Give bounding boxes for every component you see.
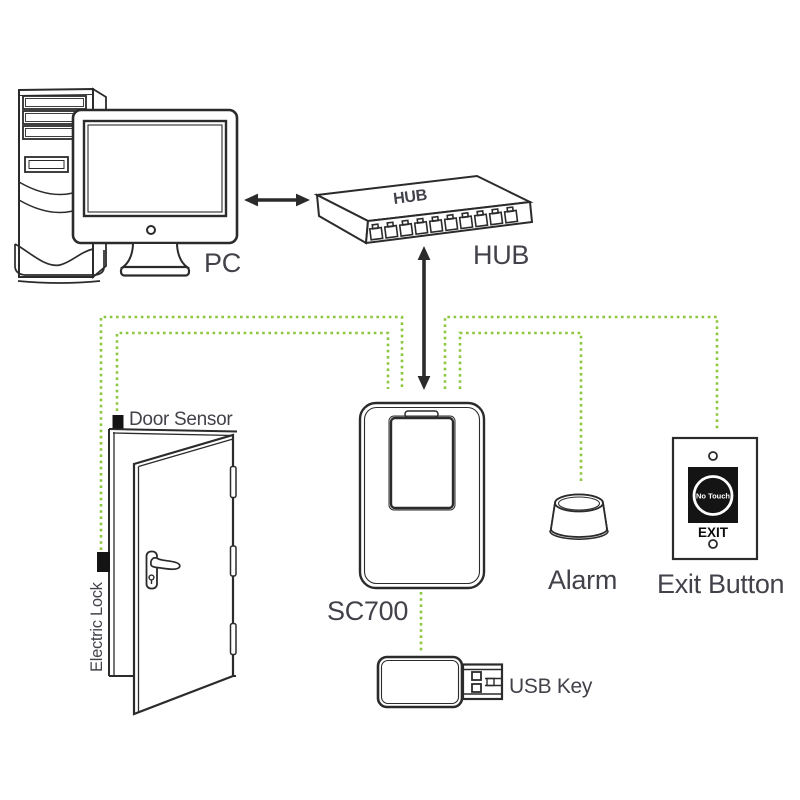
sc700-group: SC700 [327, 401, 486, 626]
exit-button-label: Exit Button [657, 569, 784, 599]
hub-device-text: HUB [392, 187, 428, 208]
pc-monitor [71, 108, 239, 277]
pc-group: PC [14, 87, 241, 284]
usb-key-group: USB Key [376, 655, 593, 709]
usb-connector [461, 663, 504, 701]
pc-hub-arrow [244, 193, 310, 207]
door-sensor-label: Door Sensor [129, 409, 233, 430]
alarm-group: Alarm [548, 493, 617, 595]
wire-door-sensor [115, 331, 390, 411]
power-button-icon [146, 225, 156, 235]
exit-text: EXIT [698, 525, 729, 540]
screw-icon [708, 451, 718, 461]
door-handle [145, 550, 181, 590]
sc700-screen [389, 416, 455, 510]
hub-sc700-arrow [417, 246, 431, 390]
alarm-label: Alarm [548, 565, 617, 595]
sc700-label: SC700 [327, 596, 408, 626]
pc-label: PC [204, 248, 241, 278]
electric-lock-device [97, 552, 110, 572]
hub-group: HUB HUB [313, 174, 534, 270]
exit-button-group: No Touch EXIT Exit Button [657, 436, 785, 599]
wires [99, 315, 719, 651]
screw-icon [708, 539, 718, 549]
electric-lock-label: Electric Lock [88, 581, 106, 672]
door-group: Door Sensor Electric Lock [88, 409, 238, 716]
door-hinges [229, 465, 237, 656]
usb-key-label: USB Key [509, 675, 593, 698]
sensor-ring-icon [692, 475, 734, 516]
usb-body [376, 655, 464, 709]
no-touch-text: No Touch [696, 492, 730, 501]
hub-label: HUB [473, 240, 529, 270]
door-sensor-device [112, 415, 124, 429]
hub-ports [368, 206, 519, 241]
